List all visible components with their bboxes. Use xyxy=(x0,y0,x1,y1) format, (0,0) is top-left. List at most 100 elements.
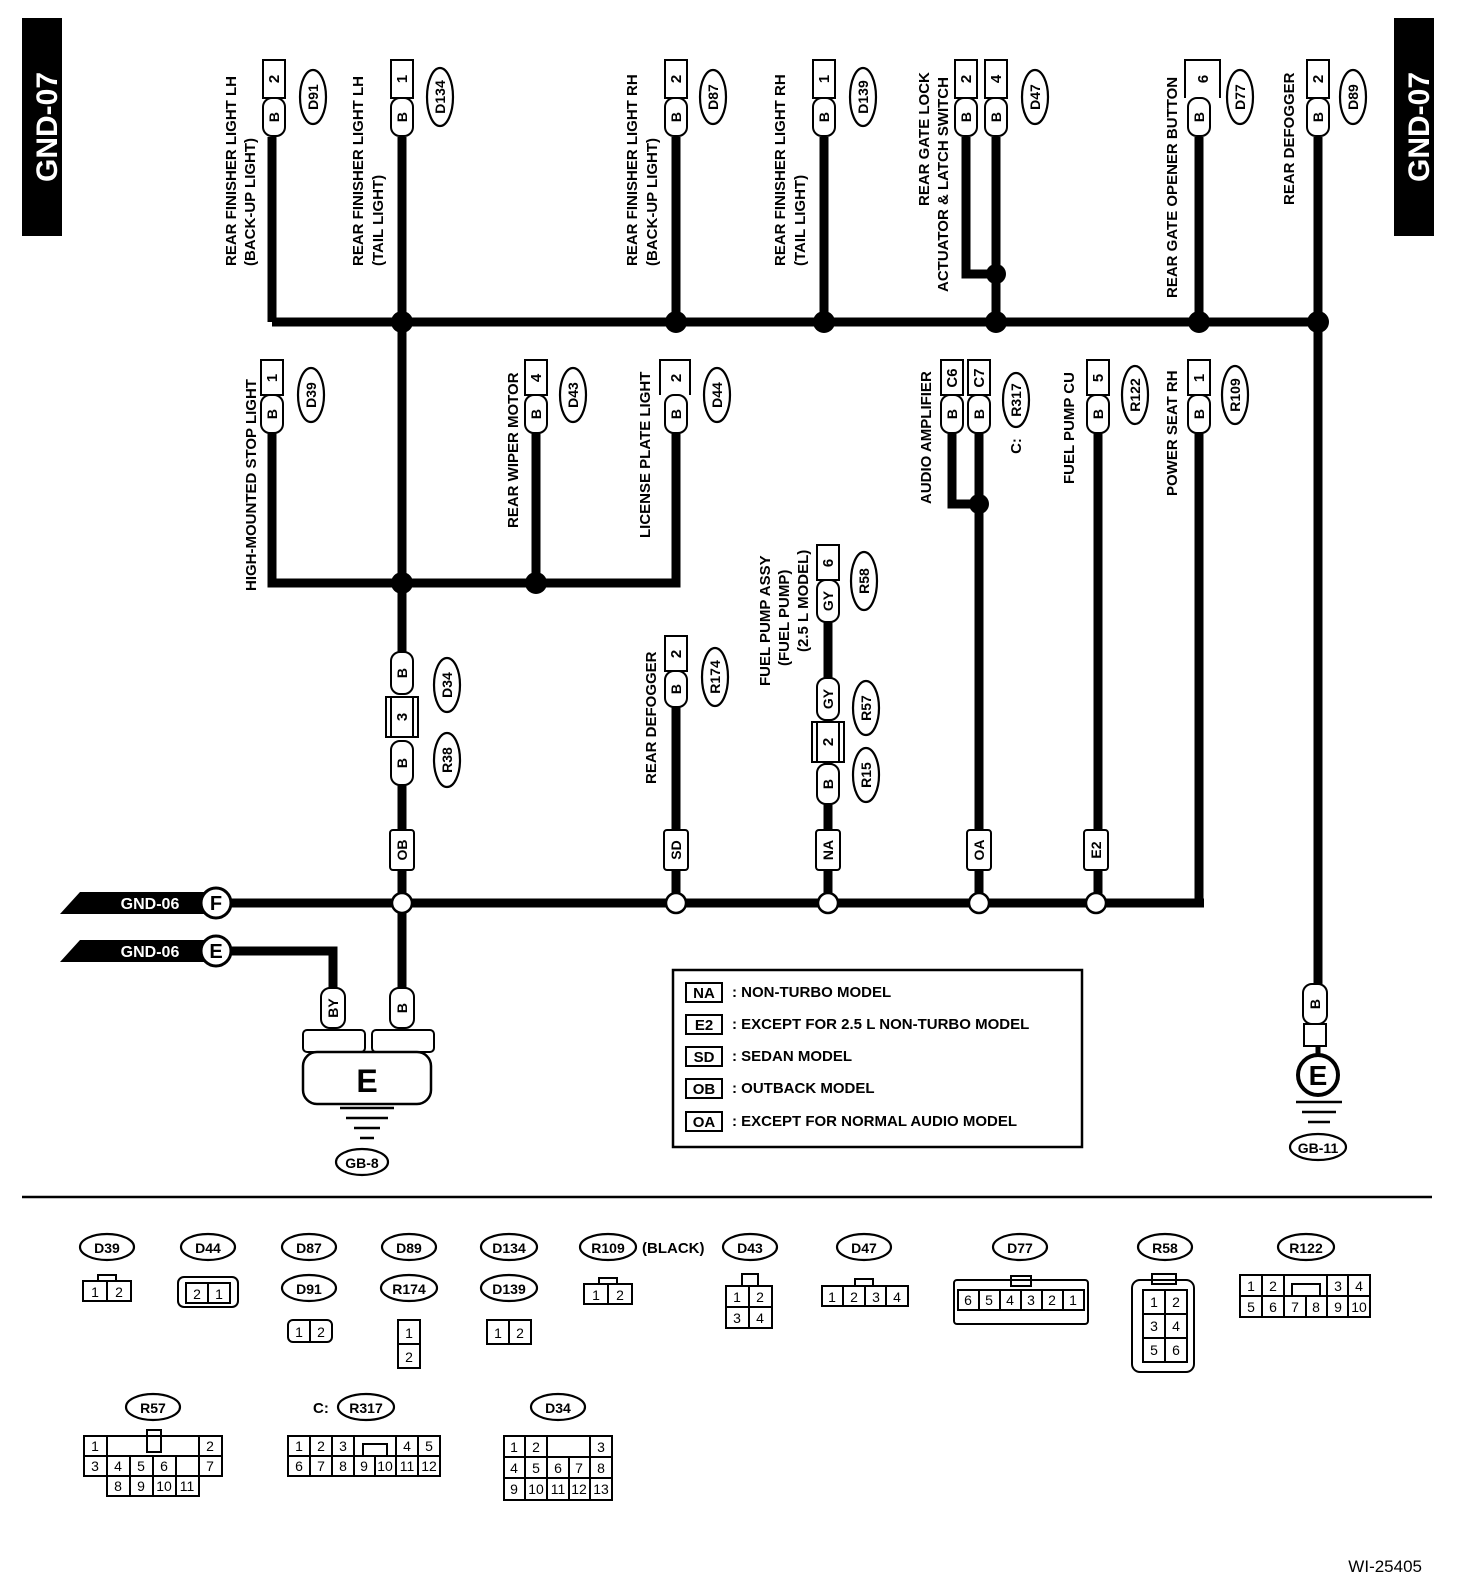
svg-text:D44: D44 xyxy=(709,382,725,408)
svg-text:B: B xyxy=(971,409,987,419)
svg-text:12: 12 xyxy=(421,1458,437,1474)
component-d91: 2 B D91 REAR FINISHER LIGHT LH (BACK-UP … xyxy=(223,59,328,266)
svg-text:9: 9 xyxy=(137,1478,145,1494)
svg-text:E: E xyxy=(209,941,222,963)
svg-text:B: B xyxy=(820,779,836,789)
svg-text:REAR WIPER MOTOR: REAR WIPER MOTOR xyxy=(505,372,522,528)
svg-text:1: 1 xyxy=(215,1286,223,1302)
svg-text:D89: D89 xyxy=(396,1240,422,1256)
svg-text:R174: R174 xyxy=(707,660,723,694)
component-r58: 6 GY R58 FUEL PUMP ASSY (FUEL PUMP) (2.5… xyxy=(757,544,879,686)
svg-text:R174: R174 xyxy=(392,1281,426,1297)
svg-text:3: 3 xyxy=(91,1458,99,1474)
svg-text:B: B xyxy=(528,409,544,419)
svg-text:2: 2 xyxy=(1310,75,1327,83)
svg-text:D34: D34 xyxy=(545,1400,571,1416)
svg-text:3: 3 xyxy=(339,1438,347,1454)
legend: NA : NON-TURBO MODEL E2 : EXCEPT FOR 2.5… xyxy=(671,968,1084,1149)
ground-gb11: B E GB-11 xyxy=(1288,983,1348,1162)
svg-text:NA: NA xyxy=(693,985,715,1002)
open-junctions xyxy=(390,891,1108,915)
svg-text:2: 2 xyxy=(668,650,685,658)
svg-text:4: 4 xyxy=(1172,1318,1180,1334)
svg-text:2: 2 xyxy=(206,1438,214,1454)
svg-text:LICENSE PLATE LIGHT: LICENSE PLATE LIGHT xyxy=(637,372,654,538)
svg-text:2: 2 xyxy=(958,75,975,83)
component-r109: 1 B R109 POWER SEAT RH xyxy=(1164,359,1250,496)
svg-text:B: B xyxy=(1191,409,1207,419)
svg-text:5: 5 xyxy=(1150,1342,1158,1358)
svg-text:D39: D39 xyxy=(94,1240,120,1256)
svg-text:7: 7 xyxy=(1291,1299,1299,1315)
svg-text:D43: D43 xyxy=(737,1240,763,1256)
svg-text:B: B xyxy=(266,112,282,122)
svg-text:2: 2 xyxy=(850,1289,858,1305)
svg-text:B: B xyxy=(816,112,832,122)
svg-text:3: 3 xyxy=(394,713,411,721)
svg-text:3: 3 xyxy=(872,1289,880,1305)
svg-text:2: 2 xyxy=(405,1349,413,1365)
svg-text:GB-11: GB-11 xyxy=(1298,1140,1339,1156)
legend-row-na: NA : NON-TURBO MODEL xyxy=(685,982,891,1003)
svg-text:1: 1 xyxy=(91,1438,99,1454)
svg-text:4: 4 xyxy=(1006,1292,1014,1308)
svg-text:(BLACK): (BLACK) xyxy=(642,1240,704,1257)
svg-text:R109: R109 xyxy=(591,1240,625,1256)
svg-text:B: B xyxy=(1307,999,1323,1009)
svg-text:OB: OB xyxy=(693,1081,716,1098)
svg-text:4: 4 xyxy=(510,1460,518,1476)
svg-text:E2: E2 xyxy=(695,1017,713,1034)
svg-text:R122: R122 xyxy=(1289,1240,1323,1256)
svg-text:B: B xyxy=(958,112,974,122)
svg-text:GY: GY xyxy=(820,590,836,611)
legend-row-sd: SD : SEDAN MODEL xyxy=(685,1046,852,1067)
svg-text:ACTUATOR & LATCH SWITCH: ACTUATOR & LATCH SWITCH xyxy=(935,77,952,292)
svg-text:4: 4 xyxy=(114,1458,122,1474)
svg-text:B: B xyxy=(1191,112,1207,122)
page-code-right: GND-07 xyxy=(1403,72,1436,182)
svg-text:4: 4 xyxy=(893,1289,901,1305)
svg-text:5: 5 xyxy=(137,1458,145,1474)
svg-text:1: 1 xyxy=(394,75,411,83)
svg-text:8: 8 xyxy=(339,1458,347,1474)
svg-text:FUEL PUMP CU: FUEL PUMP CU xyxy=(1061,372,1078,484)
svg-text:: EXCEPT FOR NORMAL AUDIO MODE: : EXCEPT FOR NORMAL AUDIO MODEL xyxy=(732,1113,1017,1130)
svg-text:: SEDAN MODEL: : SEDAN MODEL xyxy=(732,1048,852,1065)
svg-text:B: B xyxy=(668,409,684,419)
svg-text:2: 2 xyxy=(668,374,685,382)
svg-text:R122: R122 xyxy=(1127,378,1143,412)
svg-text:2: 2 xyxy=(193,1286,201,1302)
svg-text:2: 2 xyxy=(1048,1292,1056,1308)
svg-text:D43: D43 xyxy=(565,382,581,408)
svg-text:5: 5 xyxy=(1090,374,1107,382)
svg-text:R58: R58 xyxy=(856,568,872,594)
svg-text:REAR FINISHER LIGHT RH: REAR FINISHER LIGHT RH xyxy=(624,74,641,266)
svg-text:BY: BY xyxy=(325,998,341,1018)
svg-text:6: 6 xyxy=(295,1458,303,1474)
svg-text:1: 1 xyxy=(510,1439,518,1455)
svg-text:1: 1 xyxy=(494,1325,502,1341)
svg-text:D87: D87 xyxy=(296,1240,322,1256)
svg-text:B: B xyxy=(264,409,280,419)
svg-text:: NON-TURBO MODEL: : NON-TURBO MODEL xyxy=(732,984,891,1001)
svg-text:D47: D47 xyxy=(851,1240,877,1256)
svg-text:3: 3 xyxy=(1334,1278,1342,1294)
svg-text:10: 10 xyxy=(528,1481,544,1497)
svg-text:D89: D89 xyxy=(1345,84,1361,110)
svg-text:2: 2 xyxy=(115,1284,123,1300)
svg-text:REAR FINISHER LIGHT RH: REAR FINISHER LIGHT RH xyxy=(772,74,789,266)
svg-text:8: 8 xyxy=(597,1460,605,1476)
svg-text:REAR FINISHER LIGHT LH: REAR FINISHER LIGHT LH xyxy=(223,76,240,266)
svg-text:1: 1 xyxy=(1069,1292,1077,1308)
svg-text:D34: D34 xyxy=(439,672,455,698)
svg-text:6: 6 xyxy=(1269,1299,1277,1315)
svg-text:D77: D77 xyxy=(1232,84,1248,110)
svg-text:F: F xyxy=(210,893,222,915)
svg-text:D91: D91 xyxy=(305,84,321,110)
component-d139: 1 B D139 REAR FINISHER LIGHT RH (TAIL LI… xyxy=(772,59,878,266)
svg-text:FUEL PUMP ASSY: FUEL PUMP ASSY xyxy=(757,555,774,686)
svg-text:B: B xyxy=(394,668,410,678)
svg-text:1: 1 xyxy=(733,1289,741,1305)
svg-text:REAR GATE LOCK: REAR GATE LOCK xyxy=(916,72,933,206)
svg-text:AUDIO AMPLIFIER: AUDIO AMPLIFIER xyxy=(918,371,935,504)
